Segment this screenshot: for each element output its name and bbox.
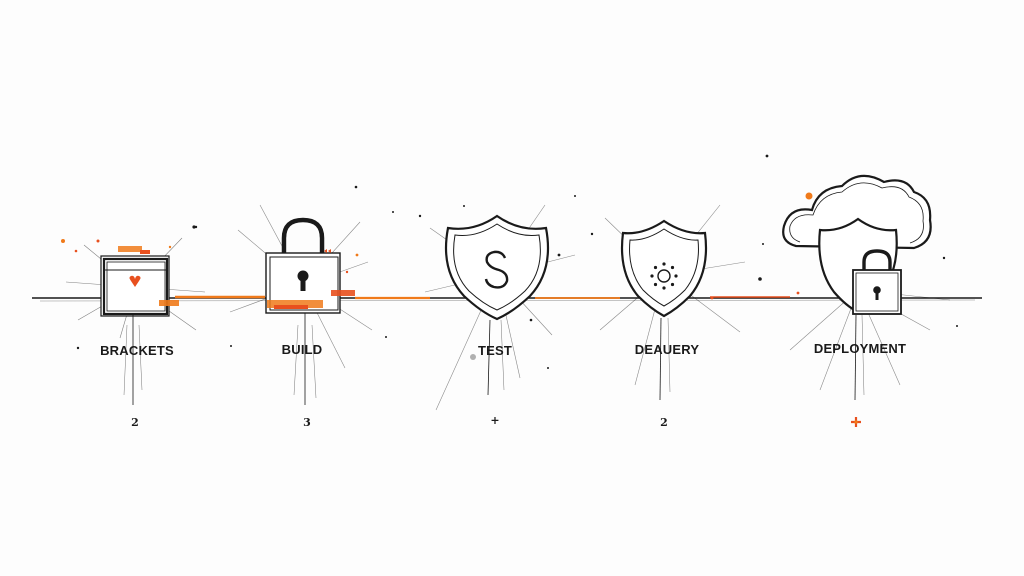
stage-label-deauery: DEAUERY	[634, 342, 700, 357]
padlock-icon	[229, 204, 373, 405]
stage-label-deployment: DEPLOYMENT	[813, 341, 907, 356]
stage-label-brackets: BRACKETS	[100, 343, 174, 358]
stage-label-test: TEST	[477, 343, 513, 358]
cloud-shield-lock-icon	[782, 174, 951, 427]
ink-specks	[76, 154, 958, 369]
stage-label-build: BUILD	[281, 342, 323, 357]
shield-gear-icon	[599, 204, 762, 401]
stage-marker-build: 3	[303, 416, 311, 429]
stage-marker-test: +	[490, 414, 500, 427]
stage-marker-brackets: 2	[131, 416, 139, 429]
shield-s-icon	[424, 204, 576, 411]
stage-marker-deauery: 2	[660, 416, 668, 429]
window-heart-icon	[61, 225, 206, 405]
